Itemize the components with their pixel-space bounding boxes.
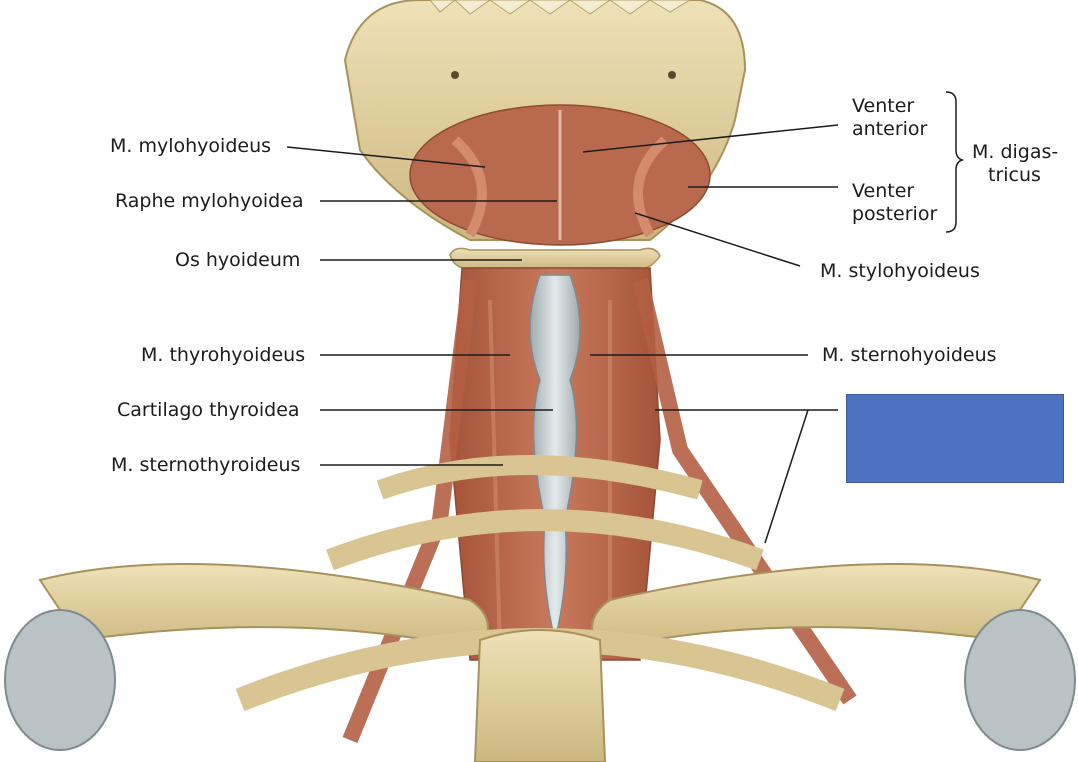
label-sternohyoideus: M. sternohyoideus (822, 344, 997, 366)
leader-hidden-2 (764, 409, 809, 544)
hidden-label-cover-box (846, 394, 1064, 483)
clavicles-and-ribs-shape (4, 455, 1076, 762)
leader-venter-anterior (582, 124, 839, 153)
label-digastricus-line2: tricus (988, 164, 1041, 186)
label-stylohyoideus: M. stylohyoideus (820, 260, 980, 282)
leader-lines (286, 124, 839, 544)
label-os-hyoideum: Os hyoideum (175, 249, 301, 271)
label-venter-anterior-line2: anterior (852, 118, 928, 140)
leader-mylohyoideus (286, 146, 486, 168)
label-venter-posterior-line1: Venter (852, 180, 915, 202)
label-raphe-mylohyoidea: Raphe mylohyoidea (115, 190, 304, 212)
digastricus-bracket (945, 91, 965, 233)
label-sternothyroideus: M. sternothyroideus (111, 454, 301, 476)
label-digastricus-line1: M. digas- (972, 141, 1059, 163)
label-mylohyoideus: M. mylohyoideus (110, 135, 272, 157)
label-thyrohyoideus: M. thyrohyoideus (141, 344, 306, 366)
label-venter-posterior-line2: posterior (852, 203, 938, 225)
label-cartilago-thyroidea: Cartilago thyroidea (117, 399, 300, 421)
leader-stylohyoideus (634, 212, 801, 267)
label-venter-anterior-line1: Venter (852, 95, 915, 117)
hyoid-bone-shape (449, 247, 661, 269)
mandible-shape (343, 0, 747, 246)
